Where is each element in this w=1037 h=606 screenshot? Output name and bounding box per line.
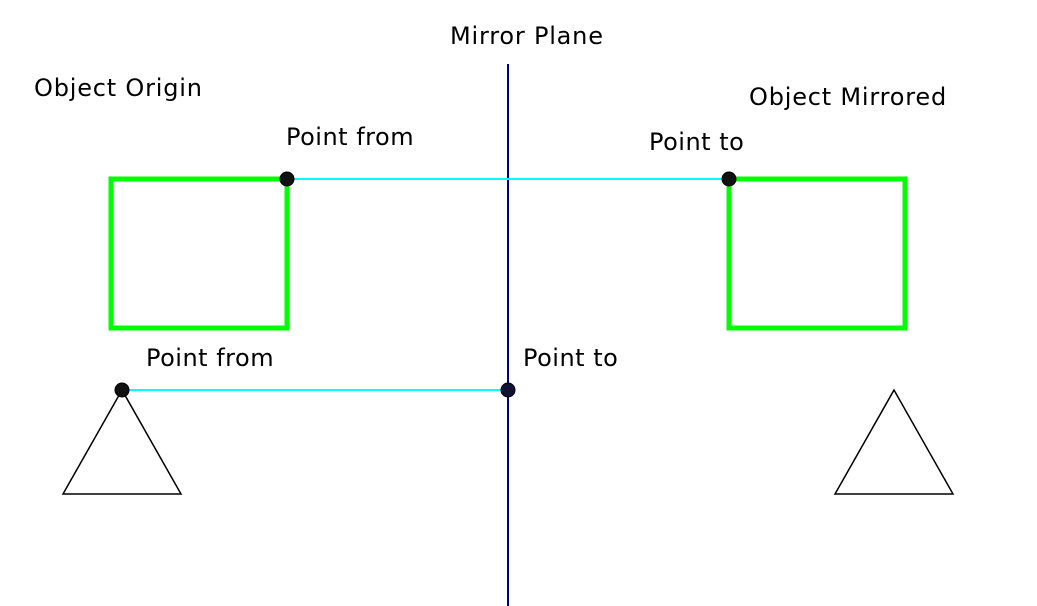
point-to-upper-marker	[721, 171, 737, 187]
object-origin-label: Object Origin	[34, 74, 203, 102]
mirrored-triangle	[833, 388, 955, 495]
point-from-upper-label: Point from	[286, 123, 414, 151]
point-to-lower-label: Point to	[523, 344, 618, 372]
object-mirrored-label: Object Mirrored	[749, 83, 947, 111]
point-from-upper-marker	[279, 171, 295, 187]
point-from-lower-marker	[114, 382, 130, 398]
point-to-lower-marker	[500, 382, 516, 398]
origin-square	[108, 176, 290, 331]
origin-triangle	[61, 388, 183, 495]
mirrored-square	[726, 176, 908, 331]
point-from-lower-label: Point from	[146, 344, 274, 372]
mirror-plane-label: Mirror Plane	[450, 22, 604, 50]
point-to-upper-label: Point to	[649, 128, 744, 156]
